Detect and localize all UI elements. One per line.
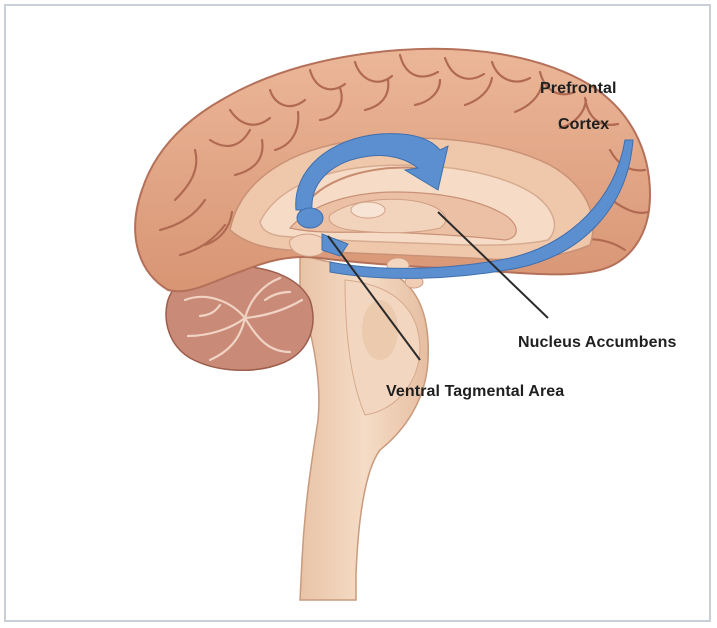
ventral-tegmental-area-label: Ventral Tagmental Area	[386, 383, 564, 401]
vta-node	[297, 208, 323, 228]
thalamus-nucleus	[351, 202, 385, 218]
nucleus-accumbens-label: Nucleus Accumbens	[518, 334, 677, 352]
prefrontal-cortex-label: Prefrontal	[540, 80, 617, 98]
pons-bulge	[362, 300, 398, 360]
prefrontal-cortex-label-line2: Cortex	[558, 116, 609, 134]
